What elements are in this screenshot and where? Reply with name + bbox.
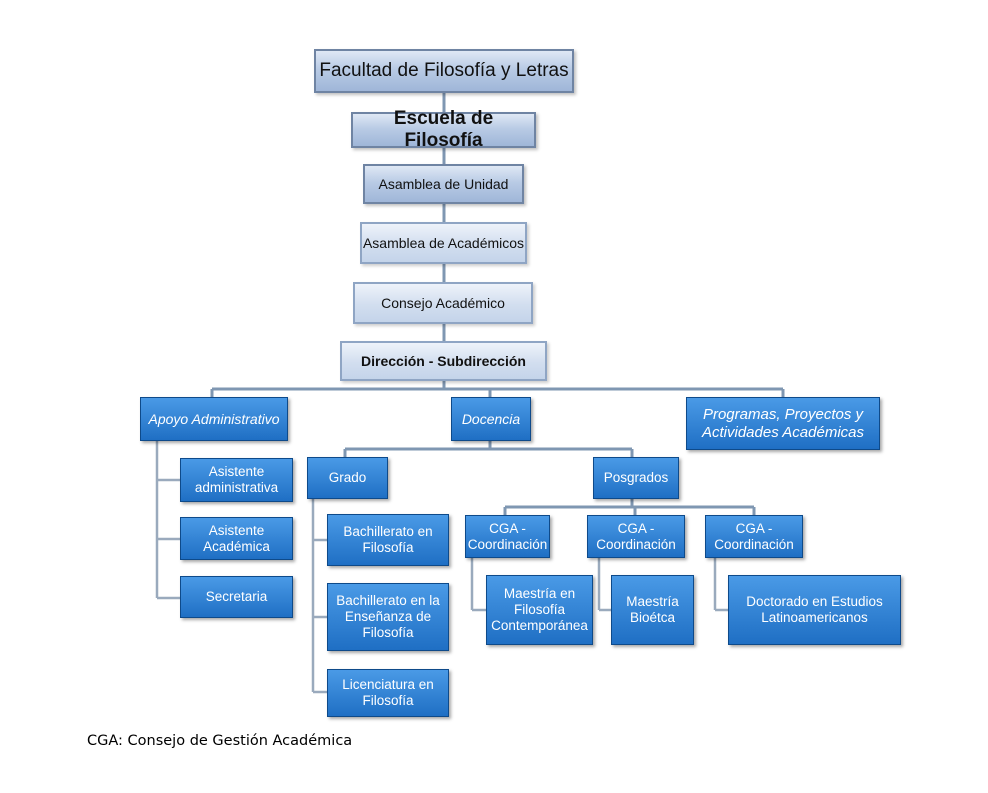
footnote-cga: CGA: Consejo de Gestión Académica xyxy=(87,733,353,749)
direccion-box: Dirección - Subdirección xyxy=(340,341,547,381)
asamblea-unidad-label: Asamblea de Unidad xyxy=(378,175,509,192)
consejo-label: Consejo Académico xyxy=(381,294,505,311)
cga-coordinacion-3-box: CGA - Coordinación xyxy=(705,515,803,558)
docencia-label: Docencia xyxy=(461,410,521,427)
asistente-academica-label: Asistente Académica xyxy=(203,522,270,554)
grado-box: Grado xyxy=(307,457,388,499)
asamblea-academicos-label: Asamblea de Académicos xyxy=(362,234,525,251)
facultad-box: Facultad de Filosofía y Letras xyxy=(314,49,574,93)
facultad-label: Facultad de Filosofía y Letras xyxy=(319,59,569,81)
asistente-academica-box: Asistente Académica xyxy=(180,517,293,560)
posgrados-box: Posgrados xyxy=(593,457,679,499)
consejo-box: Consejo Académico xyxy=(353,282,533,324)
doctorado-label: Doctorado en Estudios Latinoamericanos xyxy=(746,594,883,625)
licenciatura-label: Licenciatura en Filosofía xyxy=(342,677,434,708)
bachillerato-filosofia-label: Bachillerato en Filosofía xyxy=(343,524,433,555)
bachillerato-ensenanza-box: Bachillerato en la Enseñanza de Filosofí… xyxy=(327,583,449,651)
bachillerato-ensenanza-label: Bachillerato en la Enseñanza de Filosofí… xyxy=(336,593,440,640)
posgrados-label: Posgrados xyxy=(603,470,669,486)
maestria-contemporanea-label: Maestría en Filosofía Contemporánea xyxy=(491,586,588,633)
licenciatura-box: Licenciatura en Filosofía xyxy=(327,669,449,717)
cga-coordinacion-1-label: CGA - Coordinación xyxy=(467,520,548,552)
apoyo-administrativo-box: Apoyo Administrativo xyxy=(140,397,288,441)
doctorado-box: Doctorado en Estudios Latinoamericanos xyxy=(728,575,901,645)
programas-label: Programas, Proyectos y Actividades Acadé… xyxy=(701,405,865,441)
direccion-label: Dirección - Subdirección xyxy=(361,352,526,369)
secretaria-box: Secretaria xyxy=(180,576,293,618)
cga-coordinacion-1-box: CGA - Coordinación xyxy=(465,515,550,558)
cga-coordinacion-3-label: CGA - Coordinación xyxy=(714,520,794,552)
escuela-box: Escuela de Filosofía xyxy=(351,108,536,151)
maestria-bioetica-label: Maestría Bioétca xyxy=(626,594,679,625)
apoyo-administrativo-label: Apoyo Administrativo xyxy=(148,410,280,427)
secretaria-label: Secretaria xyxy=(205,589,268,605)
docencia-box: Docencia xyxy=(451,397,531,441)
maestria-bioetica-box: Maestría Bioétca xyxy=(611,575,694,645)
grado-label: Grado xyxy=(328,470,367,486)
escuela-label: Escuela de Filosofía xyxy=(393,107,494,151)
cga-coordinacion-2-box: CGA - Coordinación xyxy=(587,515,685,558)
asistente-administrativa-label: Asistente administrativa xyxy=(194,464,279,495)
maestria-contemporanea-box: Maestría en Filosofía Contemporánea xyxy=(486,575,593,645)
asamblea-academicos-box: Asamblea de Académicos xyxy=(360,222,527,264)
programas-box: Programas, Proyectos y Actividades Acadé… xyxy=(686,397,880,450)
cga-coordinacion-2-label: CGA - Coordinación xyxy=(596,520,676,552)
asamblea-unidad-box: Asamblea de Unidad xyxy=(363,164,524,204)
asistente-administrativa-box: Asistente administrativa xyxy=(180,458,293,502)
bachillerato-filosofia-box: Bachillerato en Filosofía xyxy=(327,514,449,566)
